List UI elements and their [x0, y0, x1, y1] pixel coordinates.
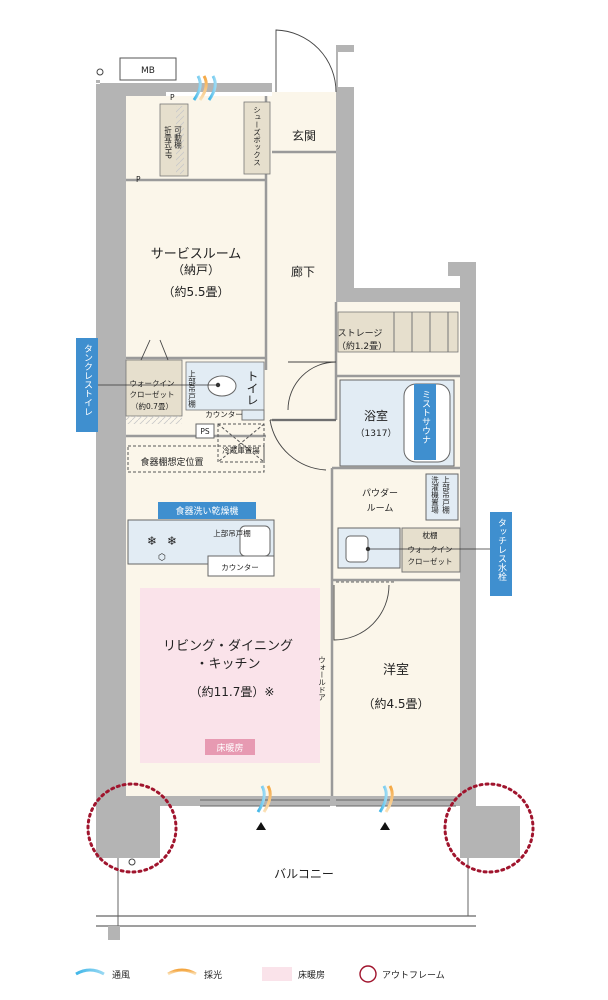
service-room-size: （約5.5畳） [162, 284, 229, 299]
shoe-box-label: シューズボックス [252, 106, 261, 166]
wic-west-name: ウォークイン [408, 545, 453, 554]
service-room-name: サービスルーム [151, 247, 242, 262]
toilet-counter: カウンター [205, 410, 243, 419]
fridge-label: 冷蔵庫置場 [222, 445, 260, 455]
toilet-upper-shelf: 上部吊戸棚 [187, 370, 196, 409]
callout-touchless: タッチレス水栓 [365, 512, 512, 596]
mb-box [119, 57, 177, 81]
balcony [96, 68, 476, 940]
ventilation-marks [192, 75, 394, 830]
legend-wind-icon [75, 968, 105, 976]
legend-outframe-label: アウトフレーム [382, 970, 445, 981]
movable-shelf-label: 可動棚 [173, 126, 182, 150]
bath-size: （1317） [356, 428, 397, 439]
wic-west-name2: クローゼット [408, 556, 453, 566]
doors [140, 29, 390, 641]
svg-text:タンクレストイレ: タンクレストイレ [82, 344, 93, 416]
powder-name: パウダー [362, 487, 398, 499]
legend-light-icon [167, 968, 197, 976]
wic-small-size: （約0.7畳） [131, 401, 173, 411]
svg-text:⬡: ⬡ [158, 553, 166, 563]
ldk-name: リビング・ダイニング [163, 639, 293, 654]
entrance-label: 玄関 [292, 128, 316, 143]
bath-name: 浴室 [364, 408, 388, 423]
ldk-size: （約11.7畳）※ [190, 684, 275, 699]
western-room-name: 洋室 [383, 662, 409, 678]
legend-floorheat-label: 床暖房 [298, 969, 325, 981]
mb-label: MB [141, 66, 155, 76]
svg-text:❄: ❄ [147, 534, 157, 548]
floor-heating-badge [205, 739, 255, 755]
storage-name: ストレージ [338, 329, 383, 339]
hallway-label: 廊下 [291, 264, 315, 279]
folding-hp-label: 折畳式HP [163, 125, 172, 160]
callout-mist-sauna: ミストサウナ [414, 384, 436, 460]
callout-dishwasher: 食器洗い乾燥機 [158, 502, 256, 519]
legend-floorheat-icon [262, 967, 292, 981]
legend-wind-label: 通風 [112, 970, 130, 981]
kitchen-counter: カウンター [221, 563, 259, 572]
outframe-circle-left [86, 782, 178, 874]
svg-text:タッチレス水栓: タッチレス水栓 [496, 518, 507, 582]
laundry-upper: 上部吊戸棚 [441, 476, 450, 515]
p-mark-top: P [170, 93, 175, 102]
kitchen-upper-shelf: 上部吊戸棚 [213, 528, 251, 538]
sliding-rails [200, 581, 456, 807]
powder-name2: ルーム [367, 503, 394, 514]
legend-outframe-icon [359, 965, 377, 983]
balcony-label: バルコニー [274, 867, 334, 881]
toilet-label: トイレ [245, 370, 259, 406]
storage-size: （約1.2畳） [337, 340, 387, 352]
outframe-circle-right [443, 782, 535, 874]
ldk-name2: ・キッチン [195, 657, 260, 672]
wic-small-name2: クローゼット [130, 389, 175, 399]
callout-tankless: タンクレストイレ [76, 338, 221, 432]
wall-door-label: ウォールドア [317, 656, 326, 702]
legend-light-label: 採光 [204, 969, 222, 981]
p-mark-left: P [136, 175, 141, 184]
laundry-washer: 洗濯機置場 [430, 475, 439, 515]
service-room-sub: （納戸） [172, 263, 220, 277]
wic-west-shelf: 枕棚 [423, 530, 438, 540]
floor-heating-area [140, 588, 320, 763]
wic-small-name: ウォークイン [130, 379, 175, 388]
ps-label: PS [200, 427, 210, 436]
floor-heating-label: 床暖房 [216, 742, 243, 754]
svg-text:食器洗い乾燥機: 食器洗い乾燥機 [175, 505, 238, 517]
legend: 通風 採光 床暖房 アウトフレーム [75, 965, 445, 983]
exterior-walls [96, 45, 520, 858]
svg-text:❄: ❄ [167, 534, 177, 548]
svg-text:ミストサウナ: ミストサウナ [420, 390, 431, 444]
dish-shelf-label: 食器棚想定位置 [140, 456, 203, 468]
western-room-size: （約4.5畳） [362, 696, 429, 711]
